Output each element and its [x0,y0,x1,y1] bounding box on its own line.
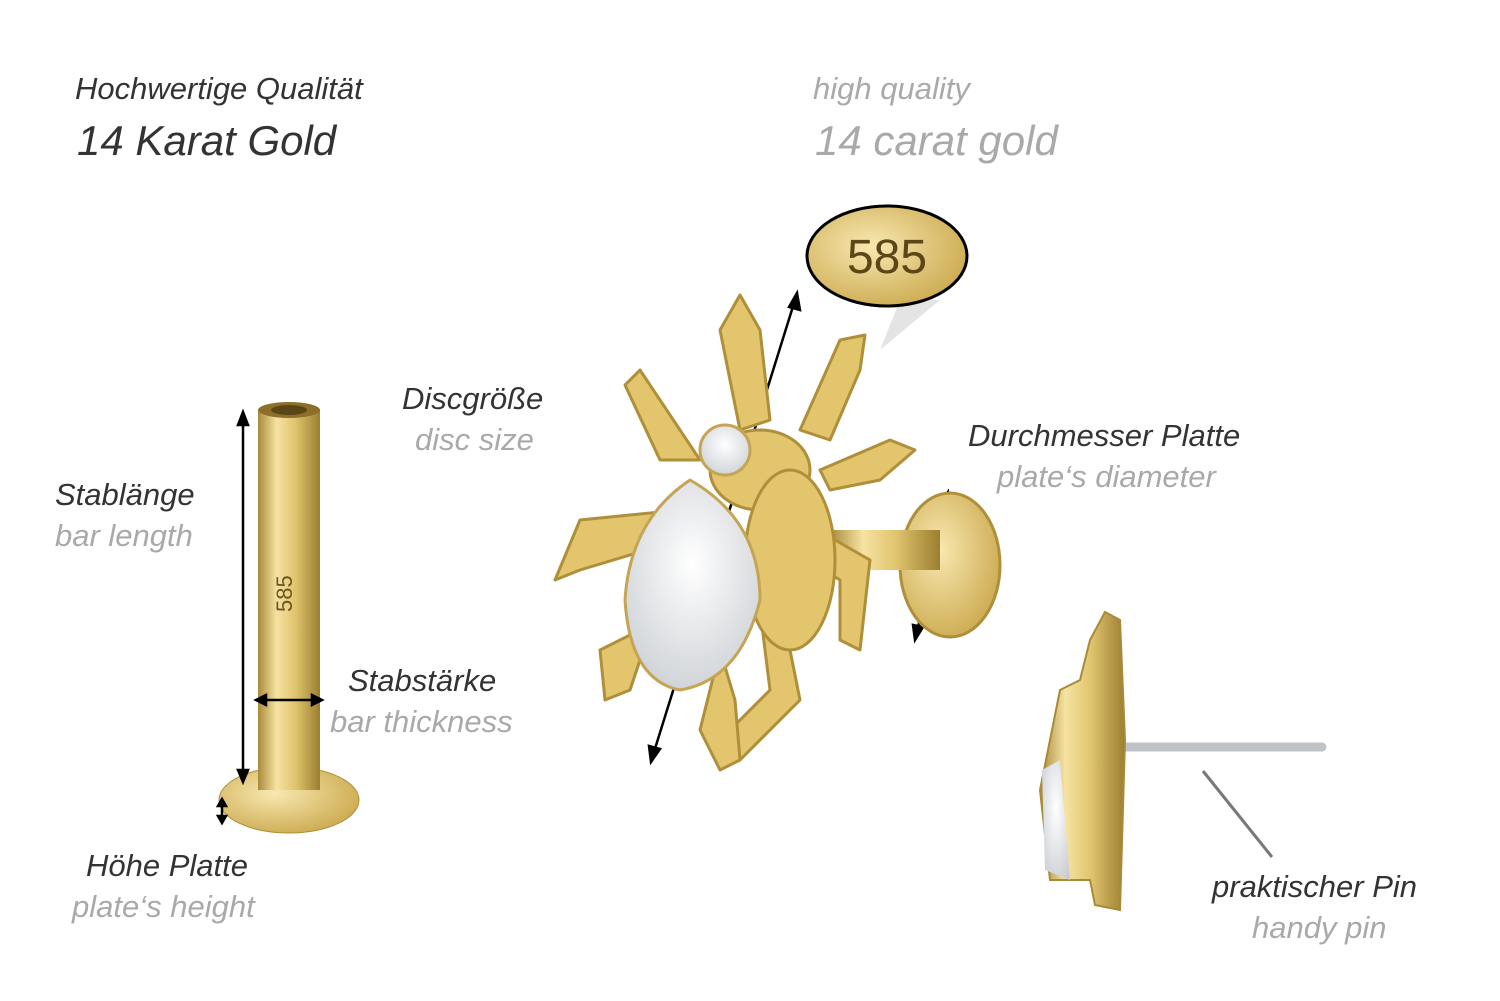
disc-size-label: Discgröße [402,381,544,416]
plate-height-label-en: plate‘s height [72,889,255,924]
labret-bar [218,402,360,834]
plate-diameter-label-en: plate‘s diameter [997,459,1216,494]
hallmark-badge [805,204,969,308]
hallmark-text: 585 [847,231,927,284]
spider-disc [553,293,1002,772]
bar-length-label-en: bar length [55,518,193,553]
pin-label: praktischer Pin [1212,869,1418,904]
header-en-title: 14 carat gold [815,117,1058,164]
badge-pointer [880,300,940,350]
bar-stamp: 585 [272,575,297,612]
plate-diameter-label: Durchmesser Platte [968,418,1241,453]
header-en-subtitle: high quality [813,71,970,106]
bar-thickness-label-en: bar thickness [330,704,513,739]
plate-height-label: Höhe Platte [86,848,248,883]
bar-length-label: Stablänge [55,477,195,512]
bar-thickness-label: Stabstärke [348,663,497,698]
header-de-subtitle: Hochwertige Qualität [75,71,363,106]
header-de-title: 14 Karat Gold [77,117,337,164]
pin-side-view [1038,610,1327,912]
disc-size-label-en: disc size [415,422,534,457]
pin-label-en: handy pin [1252,910,1387,945]
